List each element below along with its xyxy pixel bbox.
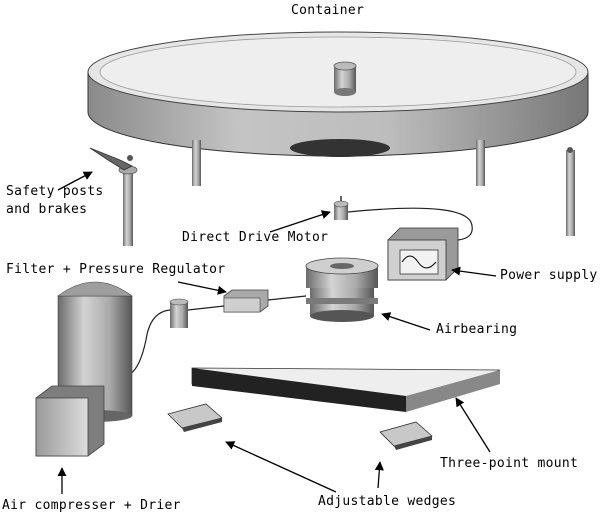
arrow-power-supply bbox=[451, 266, 497, 277]
label-direct-drive-motor: Direct Drive Motor bbox=[182, 230, 329, 245]
adjustable-wedges bbox=[167, 403, 433, 450]
arrow-wedge-right bbox=[374, 461, 384, 489]
label-air-compressor: Air compresser + Drier bbox=[2, 498, 181, 513]
label-power-supply: Power supply bbox=[500, 268, 598, 283]
arrow-safety-posts bbox=[57, 171, 93, 191]
label-adjustable-wedges: Adjustable wedges bbox=[318, 494, 457, 509]
label-filter-regulator: Filter + Pressure Regulator bbox=[6, 262, 226, 277]
label-container: Container bbox=[291, 3, 365, 18]
power-supply bbox=[387, 227, 459, 281]
arrow-motor bbox=[269, 210, 331, 233]
label-three-point-mount: Three-point mount bbox=[440, 456, 579, 471]
label-and-brakes: and brakes bbox=[6, 202, 88, 217]
label-safety-posts: Safety posts bbox=[6, 184, 104, 199]
arrow-three-point-mount bbox=[455, 397, 491, 453]
arrow-filter bbox=[177, 281, 227, 295]
container bbox=[87, 31, 589, 157]
arrow-airbearing bbox=[381, 312, 431, 331]
filter-regulator bbox=[129, 289, 307, 375]
direct-drive-motor bbox=[333, 196, 473, 241]
air-compressor bbox=[35, 281, 133, 457]
label-airbearing: Airbearing bbox=[436, 322, 518, 337]
safety-posts bbox=[89, 140, 575, 246]
airbearing bbox=[305, 257, 379, 322]
three-point-mount bbox=[191, 367, 501, 412]
arrow-wedge-left bbox=[225, 441, 337, 493]
callout-arrows bbox=[57, 171, 497, 494]
